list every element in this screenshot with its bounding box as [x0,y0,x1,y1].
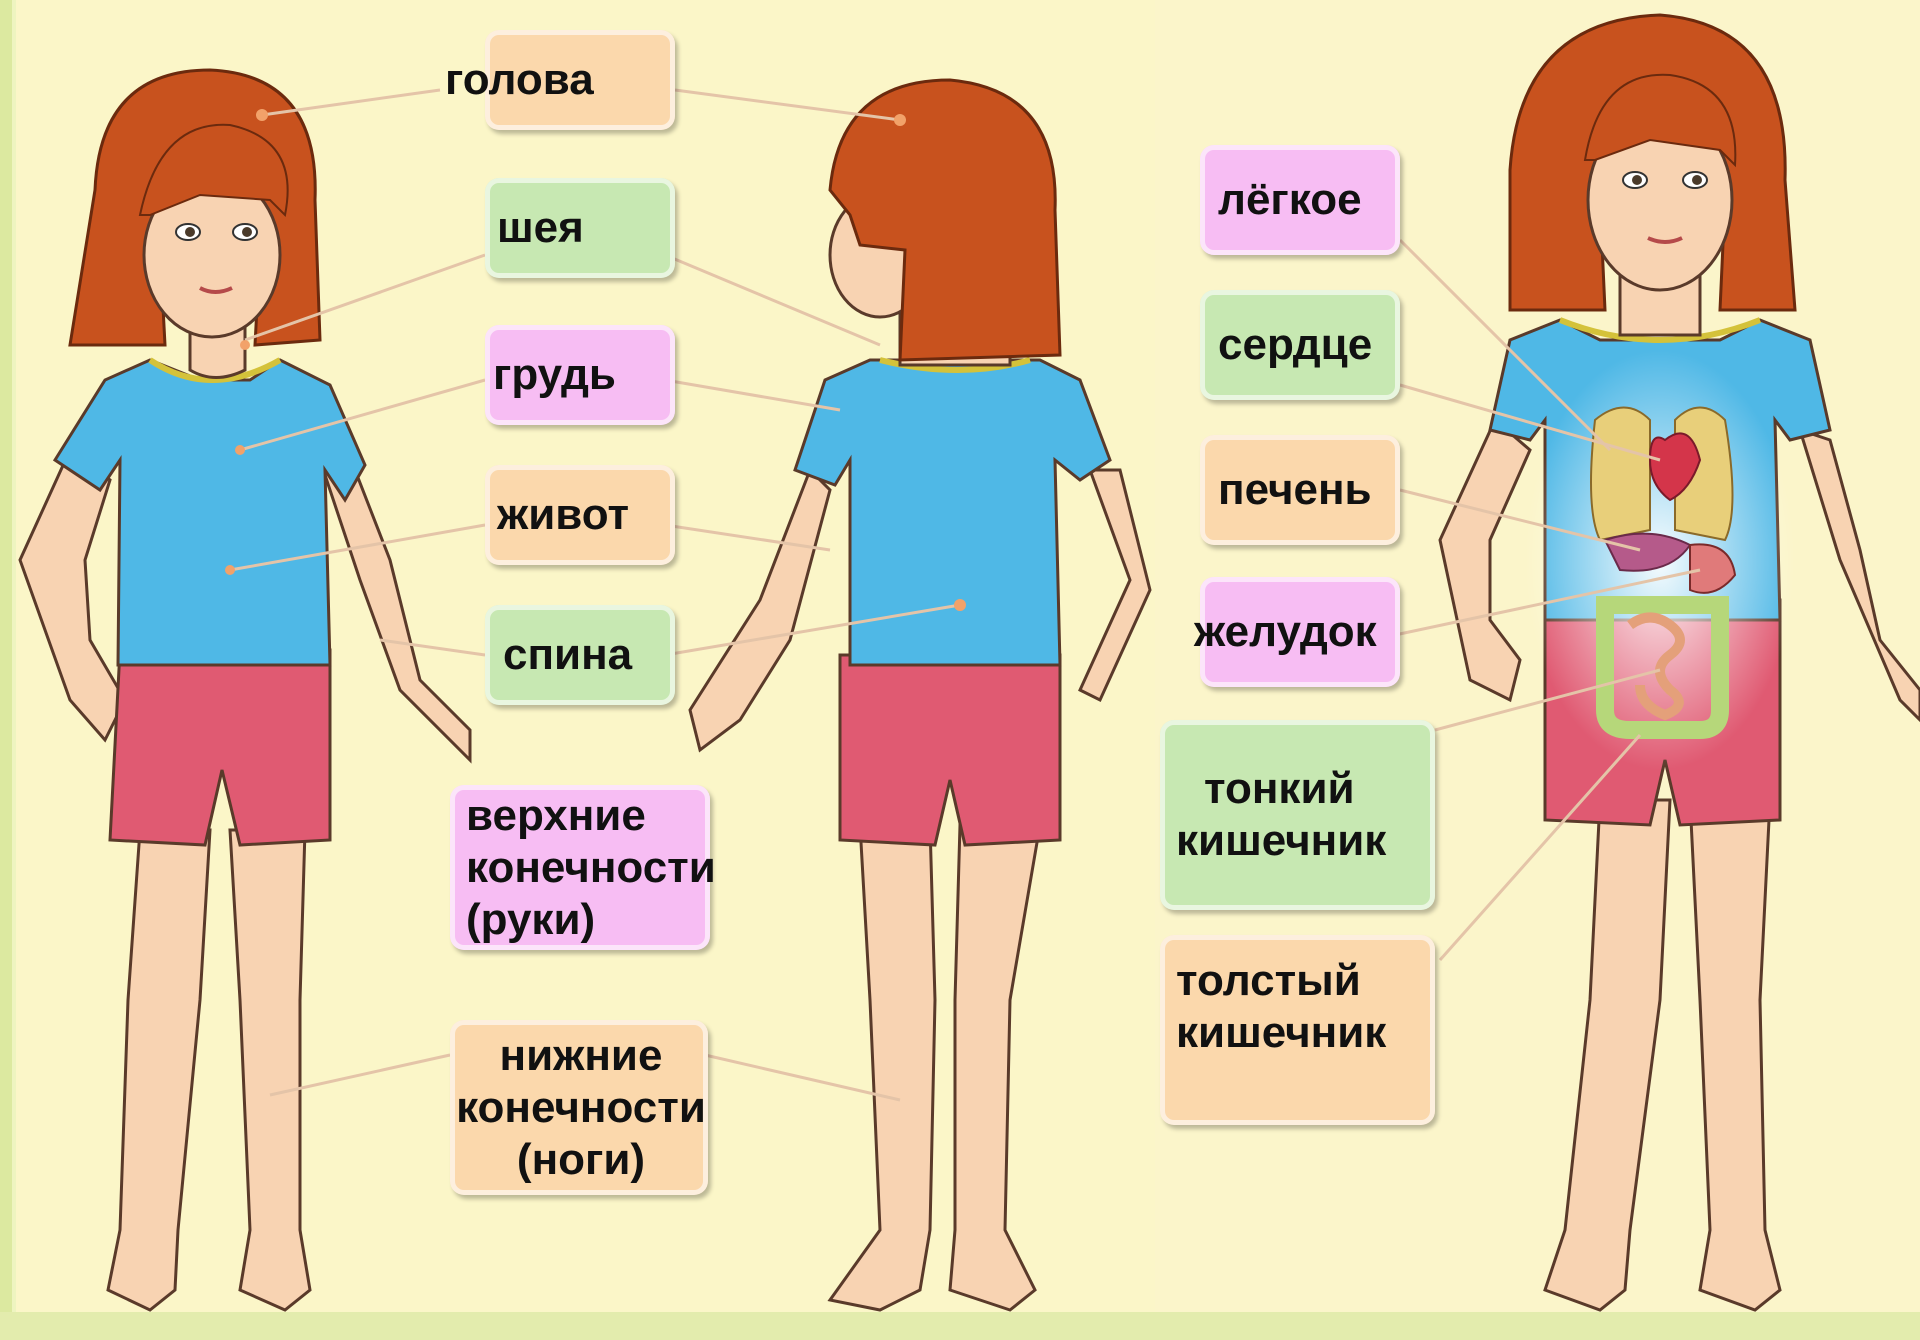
label-heart: сердце [1200,290,1400,400]
figure-back [690,80,1150,1310]
label-neck: шея [485,178,675,278]
lung-shape [1591,408,1650,541]
figure-organs [1440,15,1920,1310]
label-large-intestine: толстый кишечник [1160,935,1435,1125]
label-lung: лёгкое [1200,145,1400,255]
label-chest: грудь [485,325,675,425]
label-small-intestine: тонкий кишечник [1160,720,1435,910]
label-lower-limbs: нижние конечности (ноги) [450,1020,708,1195]
label-belly: живот [485,465,675,565]
label-liver: печень [1200,435,1400,545]
label-upper-limbs: верхние конечности (руки) [450,785,710,950]
figure-front [20,70,470,1310]
label-head: голова [485,30,675,130]
bottom-bar [0,1312,1920,1340]
label-back: спина [485,605,675,705]
label-stomach: желудок [1200,577,1400,687]
